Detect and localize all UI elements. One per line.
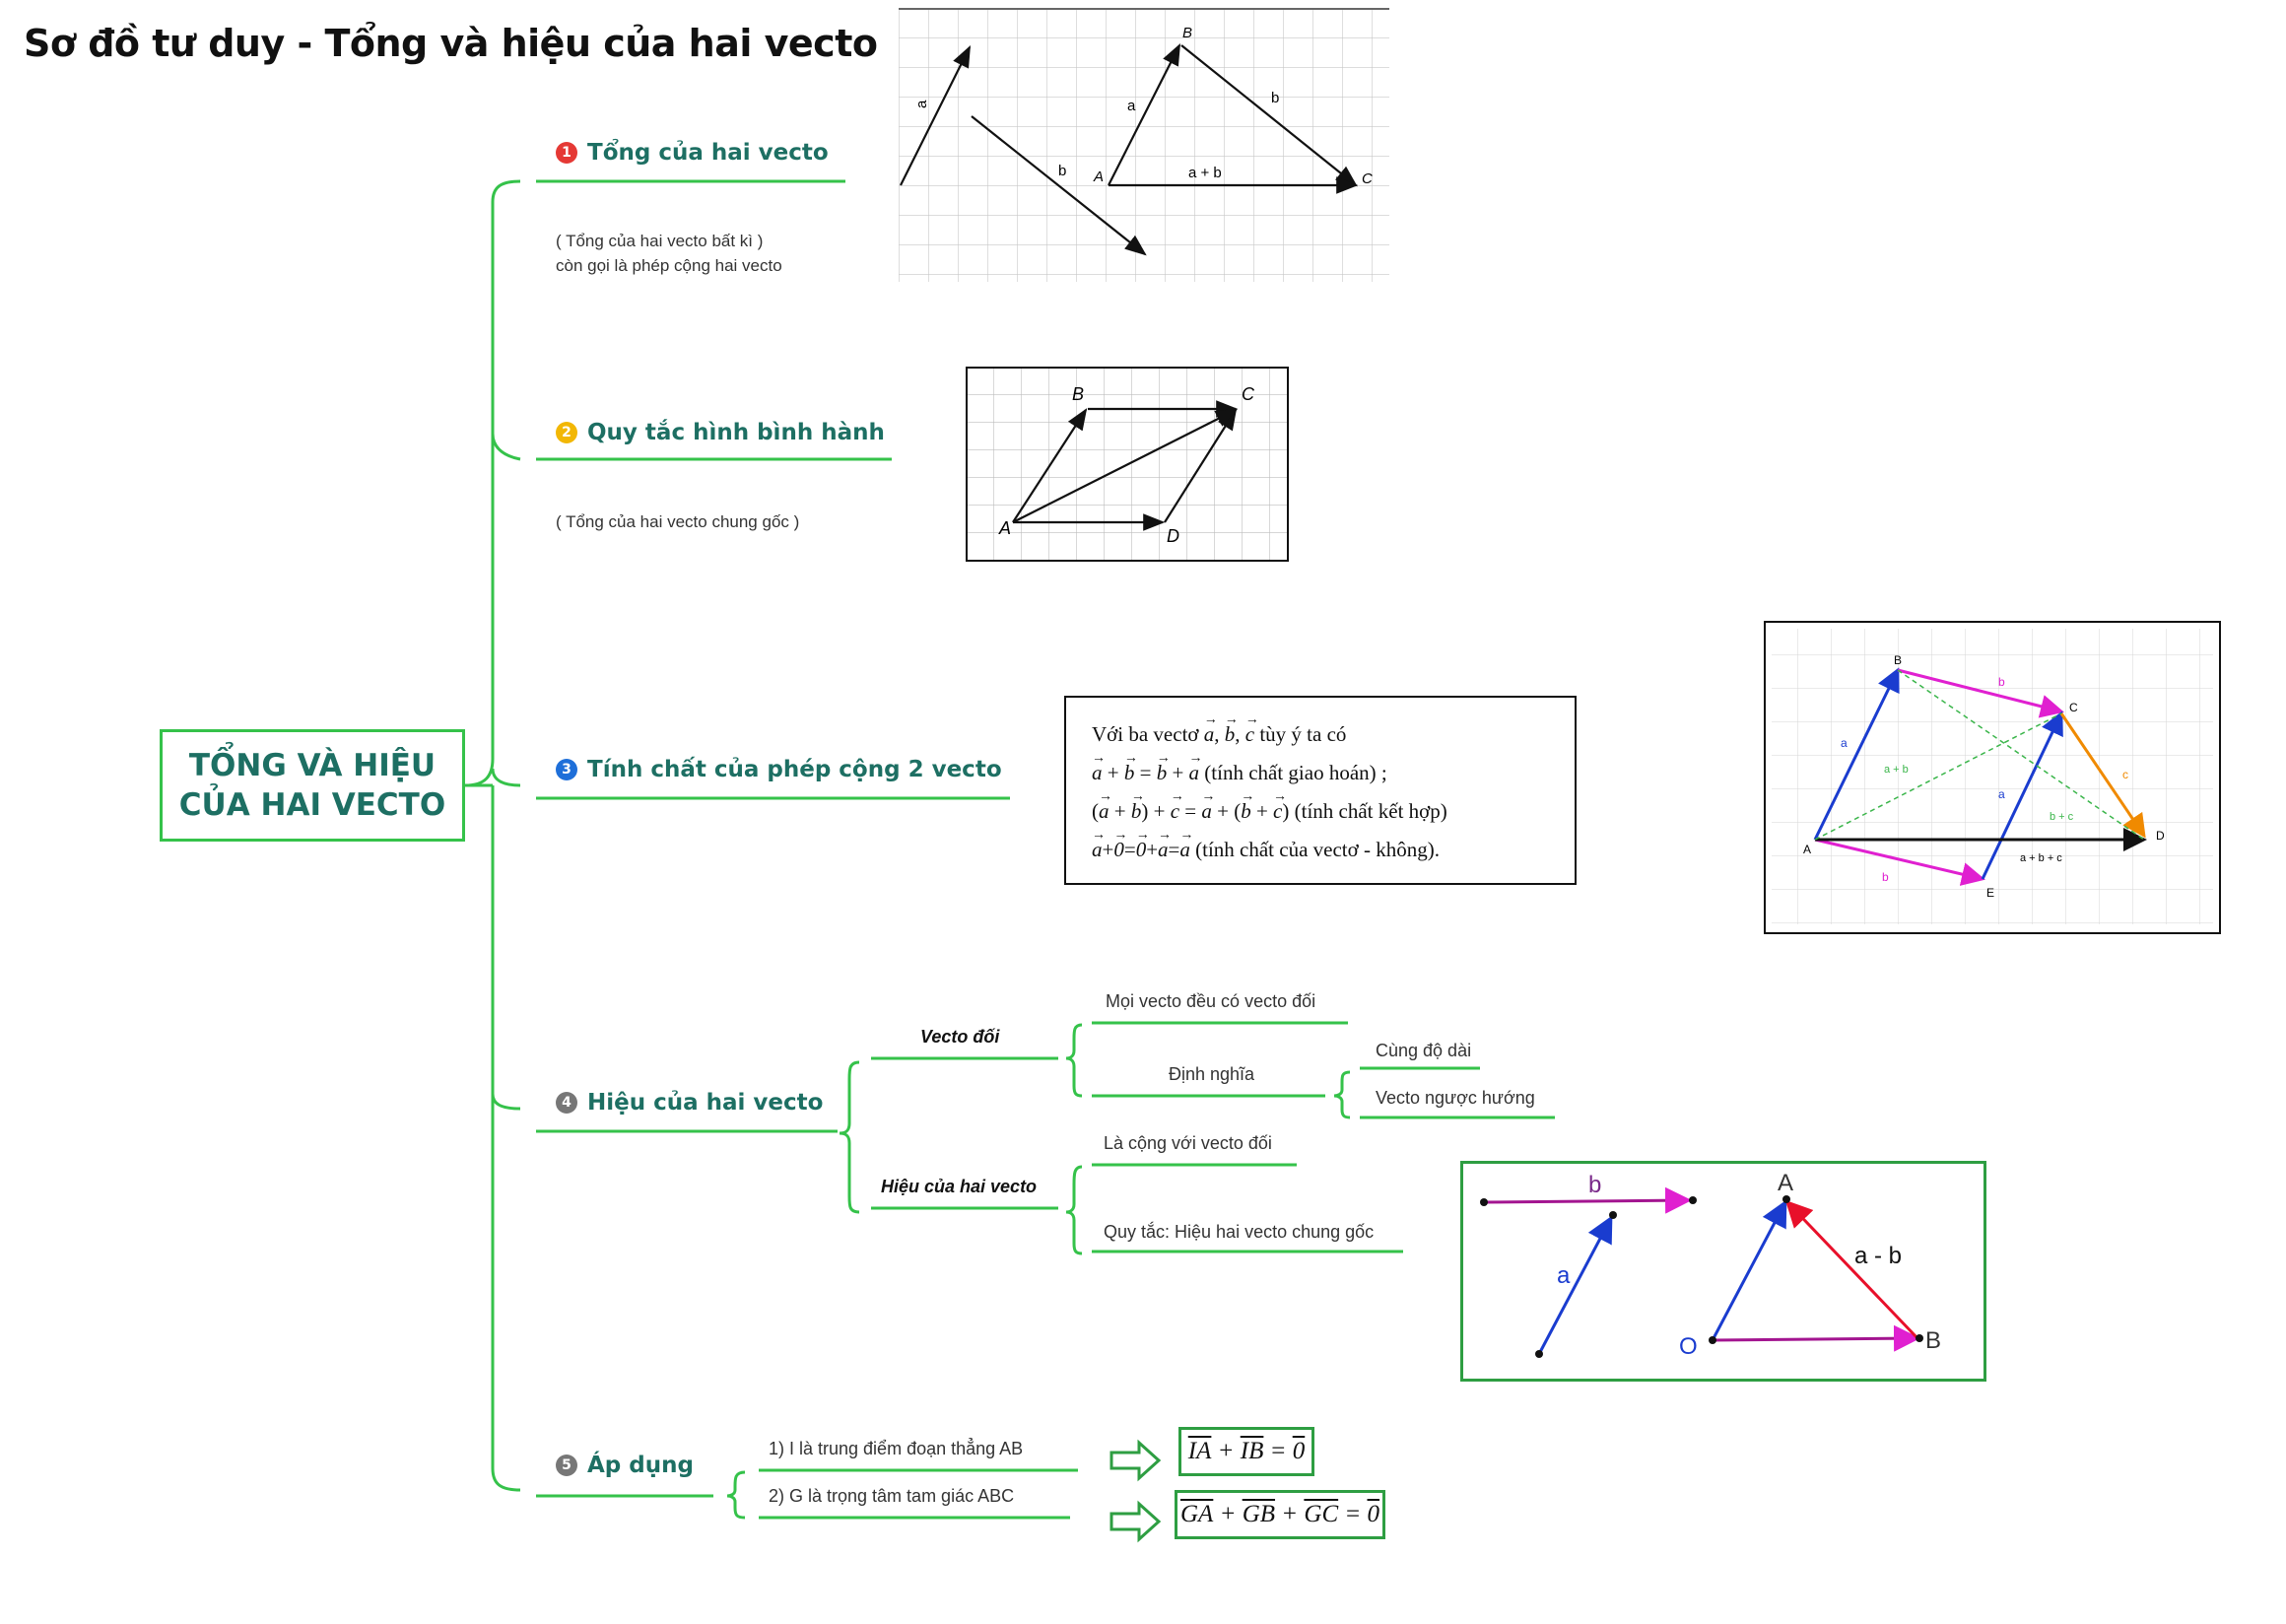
point-a: A: [1778, 1170, 1793, 1196]
property-line-1: Với ba vectơ a, b, c tùy ý ta có: [1092, 701, 1575, 754]
root-line-1: TỔNG VÀ HIỆU: [188, 748, 437, 783]
root-node[interactable]: TỔNG VÀ HIỆU CỦA HAI VECTO: [160, 729, 465, 842]
point-a: A: [998, 518, 1011, 538]
label-a-minus-b: a - b: [1854, 1243, 1902, 1269]
branch-sum-note-line1: ( Tổng của hai vecto bất kì ): [556, 232, 764, 250]
number-badge-2: 2: [556, 422, 577, 443]
branch-sum-label: Tổng của hai vecto: [587, 140, 829, 166]
addition-properties-box: Với ba vectơ a, b, c tùy ý ta có a + b =…: [1064, 696, 1577, 885]
number-badge-1: 1: [556, 142, 577, 164]
branch-properties-label: Tính chất của phép cộng 2 vecto: [587, 757, 1002, 782]
root-line-2: CỦA HAI VECTO: [178, 787, 446, 823]
number-badge-5: 5: [556, 1455, 577, 1476]
point-b: B: [1182, 25, 1192, 41]
point-c: C: [1242, 384, 1255, 404]
associative-diagram: A B C D E a a b b c a + b b + c a + b + …: [1764, 621, 2221, 934]
definition-node[interactable]: Định nghĩa: [1169, 1064, 1255, 1084]
branch-application[interactable]: 5 Áp dụng: [556, 1453, 694, 1478]
branch-sum-note: ( Tổng của hai vecto bất kì ) còn gọi là…: [556, 229, 782, 278]
number-badge-3: 3: [556, 759, 577, 780]
formula-midpoint: IA + IB = 0: [1178, 1427, 1314, 1476]
difference-rule-node[interactable]: Quy tắc: Hiệu hai vecto chung gốc: [1104, 1222, 1375, 1242]
page-title: Sơ đồ tư duy - Tổng và hiệu của hai vect…: [24, 22, 878, 65]
label-a-b-c: a + b + c: [2020, 852, 2062, 864]
label-a-plus-b: a + b: [1884, 764, 1909, 776]
property-line-3: (a + b) + c = a + (b + c) (tính chất kết…: [1092, 778, 1575, 831]
point-d: D: [1167, 526, 1179, 546]
branch-sum-note-line2: còn gọi là phép cộng hai vecto: [556, 256, 782, 275]
label-sum: a + b: [1188, 165, 1222, 181]
application-item-1[interactable]: 1) I là trung điểm đoạn thẳng AB: [769, 1439, 1024, 1458]
hollow-arrow-icon: [1109, 1500, 1162, 1543]
branch-properties[interactable]: 3 Tính chất của phép cộng 2 vecto: [556, 757, 1002, 782]
label-b-plus-c: b + c: [2050, 811, 2074, 823]
branch-application-label: Áp dụng: [587, 1453, 694, 1478]
same-length-node[interactable]: Cùng độ dài: [1376, 1041, 1472, 1060]
label-b-2: b: [1271, 90, 1279, 106]
point-b: B: [1072, 384, 1084, 404]
label-c: c: [2122, 768, 2128, 781]
formula-centroid: GA + GB + GC = 0: [1175, 1490, 1385, 1539]
opposite-vector-node[interactable]: Vecto đối: [920, 1027, 1000, 1047]
add-opposite-node[interactable]: Là cộng với vecto đối: [1104, 1133, 1272, 1153]
label-b-2: b: [1882, 870, 1889, 884]
number-badge-4: 4: [556, 1092, 577, 1114]
label-a-2: a: [1127, 98, 1136, 114]
branch-parallelogram-note: ( Tổng của hai vecto chung gốc ): [556, 512, 800, 531]
sum-vector-diagram: a b A B C a b a + b: [899, 8, 1389, 282]
point-b: B: [1925, 1327, 1941, 1354]
label-b: b: [1058, 163, 1066, 179]
property-line-2: a + b = b + a (tính chất giao hoán) ;: [1092, 739, 1575, 792]
point-d: D: [2156, 829, 2165, 843]
opposite-direction-node[interactable]: Vecto ngược hướng: [1376, 1088, 1535, 1108]
label-a: a: [913, 100, 930, 108]
point-a: A: [1093, 169, 1104, 185]
parallelogram-diagram: A B C D: [966, 367, 1289, 562]
arrow-icons: [1109, 1439, 1162, 1543]
application-item-2[interactable]: 2) G là trọng tâm tam giác ABC: [769, 1486, 1015, 1506]
point-e: E: [1986, 886, 1994, 900]
difference-diagram: b a A B O a - b: [1460, 1161, 1986, 1382]
point-c: C: [1362, 170, 1373, 187]
point-b: B: [1894, 653, 1902, 667]
property-line-4: a+0=0+a=a (tính chất của vectơ - không).: [1092, 816, 1575, 869]
branch-sum[interactable]: 1 Tổng của hai vecto: [556, 140, 829, 166]
label-a: a: [1557, 1262, 1571, 1289]
branch-parallelogram[interactable]: 2 Quy tắc hình bình hành: [556, 420, 885, 445]
point-c: C: [2069, 701, 2078, 714]
label-b: b: [1998, 675, 2005, 689]
point-o: O: [1679, 1333, 1698, 1360]
vector-difference-node[interactable]: Hiệu của hai vecto: [881, 1177, 1038, 1196]
point-a: A: [1803, 843, 1811, 856]
branch-difference[interactable]: 4 Hiệu của hai vecto: [556, 1090, 823, 1116]
label-a: a: [1841, 736, 1848, 750]
hollow-arrow-icon: [1109, 1439, 1162, 1482]
label-b: b: [1588, 1172, 1601, 1198]
branch-parallelogram-label: Quy tắc hình bình hành: [587, 420, 885, 445]
label-a-2: a: [1998, 787, 2005, 801]
branch-difference-label: Hiệu của hai vecto: [587, 1090, 824, 1116]
every-vector-has-opposite[interactable]: Mọi vecto đều có vecto đối: [1106, 991, 1316, 1011]
